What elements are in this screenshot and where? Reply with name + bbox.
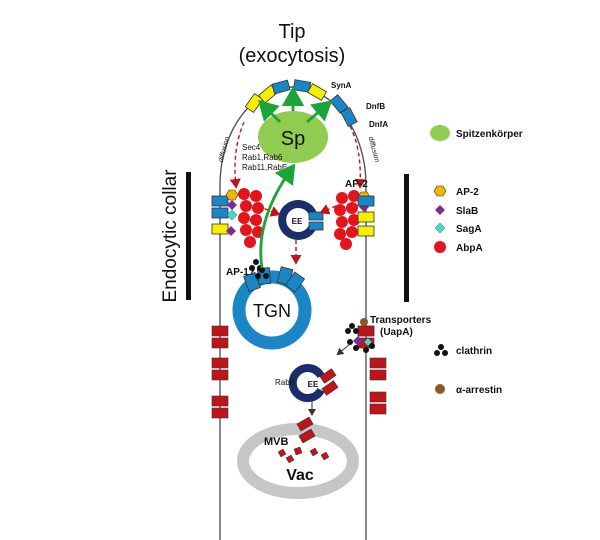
- right-membrane-transporters: [357, 325, 387, 415]
- endocytosis-arrow-right: [319, 204, 337, 215]
- endocytic-collar-label: Endocytic collar: [160, 169, 181, 303]
- diffusion-arrow-right: [349, 125, 366, 189]
- transporter-to-ee-arrow: [336, 343, 351, 356]
- mvb-label: MVB: [264, 436, 289, 448]
- transporter-complex: [345, 318, 375, 353]
- transporters-label-1: Transporters: [370, 315, 432, 326]
- secretion-arrow-left: [258, 100, 281, 123]
- legend-abpa-label: AbpA: [456, 243, 483, 254]
- ee-bottom-cargo-2: [321, 380, 339, 396]
- legend-saga-swatch: [434, 222, 446, 234]
- tgn-cargos: [243, 266, 306, 293]
- transporters-label-2: (UapA): [380, 327, 413, 338]
- label-dnfa: DnfA: [369, 120, 388, 129]
- tip-cargo-blue-2: [292, 79, 312, 93]
- rab-label-sec4: Sec4: [242, 143, 261, 152]
- legend-abpa-swatch: [434, 241, 446, 253]
- endocytic-collar-bar-left: [186, 172, 191, 300]
- rab-label-rab11-rabe: Rab11,RabE: [242, 163, 287, 172]
- early-endosome-bottom: [288, 364, 325, 402]
- left-ap2-marker: [225, 189, 239, 201]
- left-collar-cargos: [211, 195, 229, 235]
- left-membrane-transporters: [211, 325, 229, 419]
- title-tip: Tip: [278, 21, 305, 43]
- legend-slab-swatch: [435, 205, 445, 215]
- right-abpa-patch: [334, 190, 360, 250]
- legend-spitzenkorper-label: Spitzenkörper: [456, 129, 523, 140]
- tgn-clathrin-2: [255, 267, 269, 279]
- secretion-arrow-right: [306, 100, 333, 124]
- label-syna: SynA: [331, 81, 352, 90]
- ee-top-cargo-1: [308, 211, 324, 221]
- spitzenkorper: [258, 111, 328, 163]
- ap2-label-cell: AP-2: [345, 179, 368, 190]
- ap1-label: AP-1?: [226, 267, 255, 278]
- legend-arrestin-label: α-arrestin: [456, 385, 502, 396]
- legend-ap2-label: AP-2: [456, 187, 479, 198]
- tip-cargo-yellow-3: [307, 83, 327, 101]
- spitzenkorper-label: Sp: [281, 128, 305, 150]
- title-exocytosis: (exocytosis): [239, 45, 346, 67]
- vacuole: [237, 423, 359, 499]
- tgn-label: TGN: [253, 301, 291, 321]
- rabb-label: RabB: [275, 378, 295, 387]
- endocytic-collar-bar-right: [404, 174, 409, 302]
- rab-label-rab1-rab6: Rab1,Rab6: [242, 153, 283, 162]
- early-endosome-top: [278, 200, 317, 240]
- left-saga-marker: [226, 209, 238, 221]
- ee-top-cargo-2: [308, 221, 324, 231]
- legend: Spitzenkörper AP-2 SlaB SagA AbpA clathr…: [430, 125, 523, 396]
- right-collar-cargos: [357, 195, 375, 237]
- left-slab-marker: [227, 200, 237, 210]
- left-slab-marker-2: [226, 226, 236, 236]
- early-endosome-top-label: EE: [292, 217, 303, 226]
- legend-arrestin-swatch: [435, 384, 445, 394]
- legend-clathrin-label: clathrin: [456, 346, 492, 357]
- legend-spitzenkorper-swatch: [430, 125, 450, 141]
- ee-bottom-cargo-1: [319, 368, 337, 384]
- tip-cargo-blue-1: [271, 79, 291, 95]
- vacuole-degraded-cargo: [277, 446, 330, 464]
- mvb-cargos: [296, 416, 316, 444]
- diffusion-arrow-left: [229, 121, 245, 189]
- label-dnfb: DnfB: [366, 102, 385, 111]
- tgn-to-sp-arrow: [259, 163, 296, 269]
- left-abpa-patch: [238, 188, 264, 248]
- legend-saga-label: SagA: [456, 224, 482, 235]
- legend-slab-label: SlaB: [456, 206, 478, 217]
- vacuole-label: Vac: [286, 467, 314, 484]
- tip-cargo-blue-4: [340, 107, 358, 127]
- early-endosome-bottom-label: EE: [308, 380, 319, 389]
- diffusion-label-right: diffusion: [367, 136, 381, 163]
- legend-ap2-swatch: [433, 185, 447, 197]
- diffusion-label-left: diffusion: [218, 136, 232, 163]
- trans-golgi-network: [232, 270, 312, 350]
- legend-clathrin-swatch: [434, 344, 448, 356]
